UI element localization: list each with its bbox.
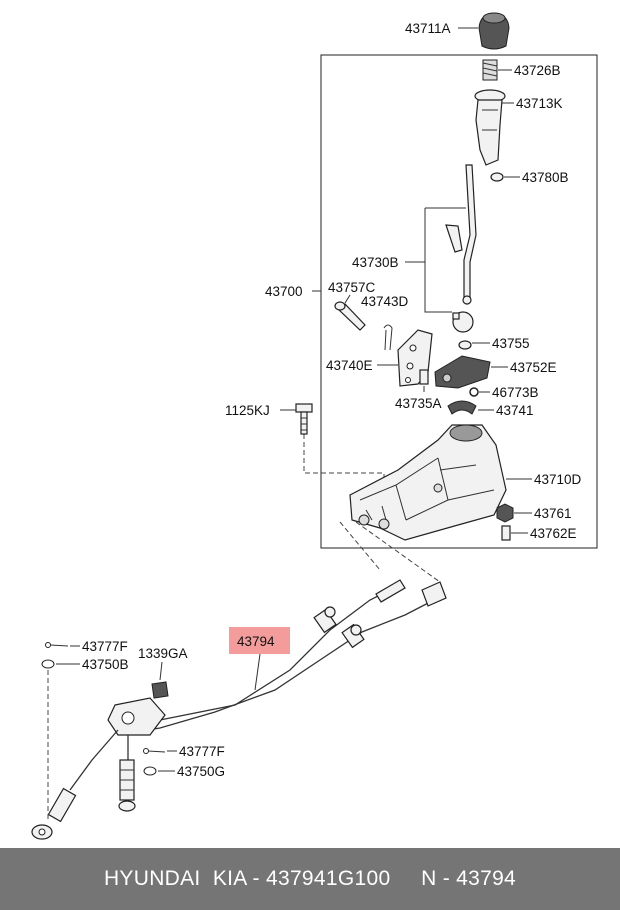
shift-cable-assembly [31, 579, 447, 840]
label-43762E: 43762E [530, 526, 577, 541]
nut [496, 503, 514, 523]
spring [482, 59, 498, 81]
lever-bush [447, 400, 477, 415]
shift-bracket [434, 355, 491, 389]
parts-diagram: 43711A 43726B 43713K 43780B 43730B 43700… [31, 12, 598, 840]
lever-housing [474, 89, 506, 166]
label-43730B: 43730B [352, 255, 399, 270]
label-43777F-top: 43777F [82, 639, 128, 654]
label-43780B: 43780B [522, 170, 569, 185]
label-43700: 43700 [265, 284, 303, 299]
cable-bush [151, 681, 169, 699]
label-43740E: 43740E [326, 358, 373, 373]
part-number-footer: HYUNDAI KIA - 437941G100 N - 43794 [0, 848, 620, 910]
label-43743D: 43743D [361, 294, 409, 309]
stopper [501, 525, 511, 541]
washer-top [41, 659, 55, 669]
label-43752E: 43752E [510, 360, 557, 375]
label-43741: 43741 [496, 403, 534, 418]
label-43761: 43761 [534, 506, 572, 521]
label-43777F-mid: 43777F [179, 744, 225, 759]
shift-knob [478, 12, 510, 50]
bush [490, 172, 504, 182]
shift-housing [349, 424, 507, 541]
spring-clip [383, 324, 393, 351]
label-43735A: 43735A [395, 396, 442, 411]
label-46773B: 46773B [492, 385, 539, 400]
pin [334, 301, 366, 331]
label-43794: 43794 [237, 634, 275, 649]
label-43710D: 43710D [534, 472, 582, 487]
small-bush [419, 369, 429, 385]
label-43726B: 43726B [514, 63, 561, 78]
label-43750G: 43750G [177, 764, 225, 779]
washer-mid [143, 766, 157, 776]
label-43711A: 43711A [405, 21, 451, 36]
label-43713K: 43713K [516, 96, 563, 111]
bolt [295, 403, 313, 435]
ball-cap [458, 340, 472, 350]
shift-lever-rod [463, 164, 477, 301]
footer-text: HYUNDAI KIA - 437941G100 N - 43794 [103, 867, 517, 890]
assembly-frame [320, 54, 598, 549]
split-pin-mid [143, 748, 166, 754]
target-part-highlight [229, 627, 290, 654]
label-1125KJ: 1125KJ [225, 403, 270, 418]
split-pin-top [45, 642, 69, 648]
label-43757C: 43757C [328, 280, 376, 295]
label-43750B: 43750B [82, 657, 129, 672]
label-43755: 43755 [492, 336, 530, 351]
label-1339GA: 1339GA [138, 646, 188, 661]
o-ring [469, 387, 479, 397]
